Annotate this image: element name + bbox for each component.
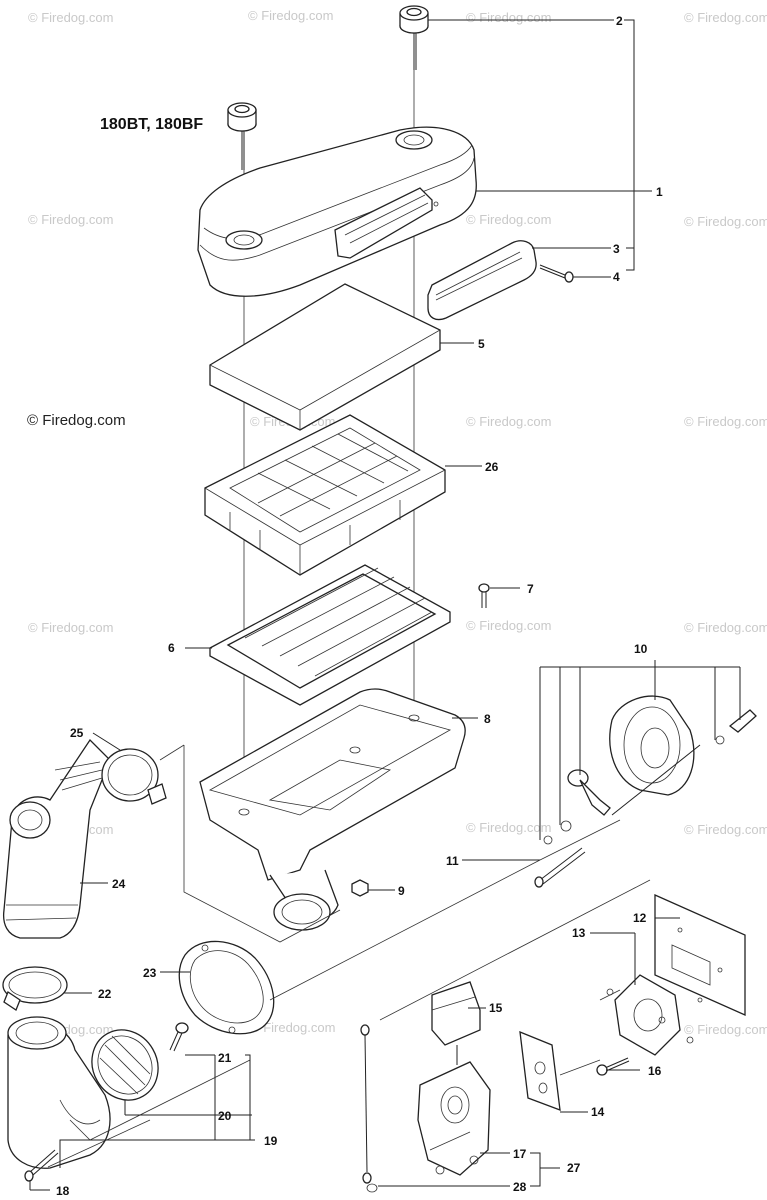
watermark: © Firedog.com bbox=[248, 8, 334, 23]
cap-part-15[interactable] bbox=[431, 981, 481, 1065]
callout-24: 24 bbox=[112, 877, 126, 891]
callout-22: 22 bbox=[98, 987, 112, 1001]
callout-4: 4 bbox=[613, 270, 620, 284]
watermark: © Firedog.com bbox=[684, 10, 767, 25]
callout-17: 17 bbox=[513, 1147, 527, 1161]
callout-28: 28 bbox=[513, 1180, 527, 1194]
filter-element-part-6[interactable] bbox=[209, 564, 451, 706]
clamp-part-25[interactable] bbox=[101, 748, 167, 805]
callout-26: 26 bbox=[485, 460, 499, 474]
watermark: © Firedog.com bbox=[250, 1020, 336, 1035]
watermark: © Firedog.com bbox=[466, 618, 552, 633]
watermark: © Firedog.com bbox=[466, 414, 552, 429]
callout-27: 27 bbox=[567, 1161, 581, 1175]
watermark: © Firedog.com bbox=[684, 214, 767, 229]
watermark: © Firedog.com bbox=[684, 414, 767, 429]
watermark-main: © Firedog.com bbox=[27, 412, 126, 429]
leader-lines bbox=[29, 19, 741, 1191]
callout-21: 21 bbox=[218, 1051, 232, 1065]
callout-5: 5 bbox=[478, 337, 485, 351]
callout-1: 1 bbox=[656, 185, 663, 199]
callout-16: 16 bbox=[648, 1064, 662, 1078]
filter-part-5[interactable] bbox=[209, 283, 441, 431]
carburetor-part-17[interactable] bbox=[417, 1061, 491, 1176]
callout-13: 13 bbox=[572, 926, 586, 940]
watermark: © Firedog.com bbox=[28, 620, 114, 635]
watermark: © Firedog.com bbox=[684, 1022, 767, 1037]
filter-frame-part-26[interactable] bbox=[204, 414, 446, 576]
watermark: © Firedog.com bbox=[28, 10, 114, 25]
clamp-part-22[interactable] bbox=[2, 966, 68, 1011]
callout-10: 10 bbox=[634, 642, 648, 656]
screw-part-21[interactable] bbox=[169, 1022, 189, 1052]
nut-part-9[interactable] bbox=[351, 879, 369, 897]
watermark: © Firedog.com bbox=[684, 620, 767, 635]
knob-part-2[interactable] bbox=[399, 5, 429, 70]
adapter-part-13[interactable] bbox=[606, 974, 694, 1056]
watermark: © Firedog.com bbox=[466, 10, 552, 25]
callout-3: 3 bbox=[613, 242, 620, 256]
screw-part-7[interactable] bbox=[478, 583, 490, 608]
callout-23: 23 bbox=[143, 966, 157, 980]
callout-15: 15 bbox=[489, 1001, 503, 1015]
base-housing-part-8[interactable] bbox=[199, 688, 466, 931]
callout-25: 25 bbox=[70, 726, 84, 740]
hose-part-24[interactable] bbox=[2, 738, 111, 939]
choke-assembly-part-10[interactable] bbox=[543, 695, 757, 845]
callout-12: 12 bbox=[633, 911, 647, 925]
gasket-part-14[interactable] bbox=[519, 1030, 561, 1111]
callout-7: 7 bbox=[527, 582, 534, 596]
callout-8: 8 bbox=[484, 712, 491, 726]
callout-19: 19 bbox=[264, 1134, 278, 1148]
callout-14: 14 bbox=[591, 1105, 605, 1119]
knob-part-left[interactable] bbox=[227, 102, 257, 170]
screw-part-18[interactable] bbox=[24, 1149, 59, 1182]
handle-part-3[interactable] bbox=[427, 240, 537, 321]
gasket-part-12[interactable] bbox=[654, 893, 746, 1017]
assembly-lines bbox=[47, 744, 651, 1168]
callout-11: 11 bbox=[446, 854, 459, 868]
callout-2: 2 bbox=[616, 14, 623, 28]
watermark: © Firedog.com bbox=[466, 212, 552, 227]
gasket-part-23[interactable] bbox=[178, 940, 275, 1035]
bolt-part-11[interactable] bbox=[534, 847, 586, 888]
screw-part-4[interactable] bbox=[539, 264, 574, 283]
cover-part-1[interactable] bbox=[197, 126, 477, 297]
callout-6: 6 bbox=[168, 641, 175, 655]
elbow-part-19[interactable] bbox=[7, 1016, 111, 1169]
rod-part-28[interactable] bbox=[360, 1024, 378, 1193]
screen-part-20[interactable] bbox=[79, 1018, 170, 1112]
screw-part-16[interactable] bbox=[596, 1057, 630, 1076]
callout-18: 18 bbox=[56, 1184, 70, 1198]
callout-labels: 2 1 3 4 5 26 7 6 10 8 25 11 24 9 12 13 2… bbox=[56, 14, 663, 1198]
watermark: © Firedog.com bbox=[684, 822, 767, 837]
callout-20: 20 bbox=[218, 1109, 232, 1123]
model-title: 180BT, 180BF bbox=[100, 116, 204, 133]
watermark: © Firedog.com bbox=[28, 212, 114, 227]
callout-9: 9 bbox=[398, 884, 405, 898]
watermark: © Firedog.com bbox=[466, 820, 552, 835]
